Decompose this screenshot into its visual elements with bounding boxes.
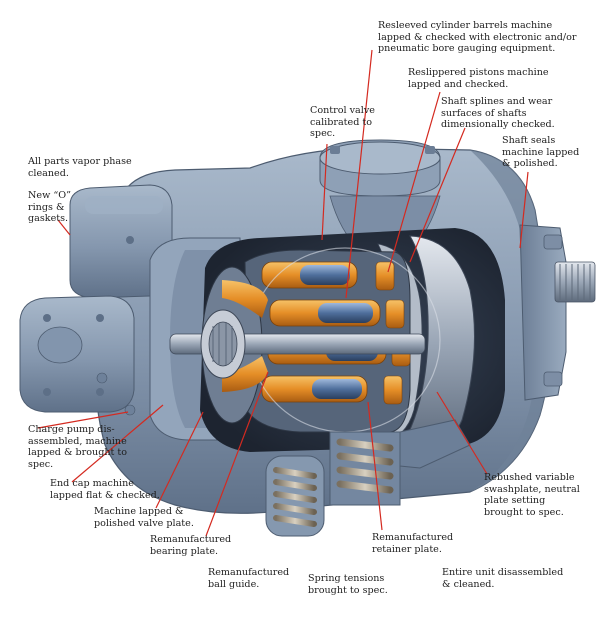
label-retainer-plate: Remanufactured retainer plate. <box>372 532 454 555</box>
label-shaft-seals: Shaft seals machine lapped & polished. <box>502 135 580 170</box>
label-bearing-plate: Remanufactured bearing plate. <box>150 534 232 557</box>
label-resleeved-cylinder-barrels: Resleeved cylinder barrels machine lappe… <box>378 20 577 55</box>
drive-shaft <box>169 309 426 379</box>
springs <box>265 419 471 537</box>
output-shaft <box>554 261 596 303</box>
label-end-cap: End cap machine lapped flat & checked. <box>50 478 160 501</box>
label-shaft-splines: Shaft splines and wear surfaces of shaft… <box>441 96 555 131</box>
label-control-valve: Control valve calibrated to spec. <box>310 105 375 140</box>
label-valve-plate: Machine lapped & polished valve plate. <box>94 506 194 529</box>
label-ball-guide: Remanufactured ball guide. <box>208 567 290 590</box>
label-entire-unit: Entire unit disassembled & cleaned. <box>442 567 564 590</box>
label-swashplate: Rebushed variable swashplate, neutral pl… <box>484 472 580 518</box>
leader-lines <box>37 49 529 537</box>
charge-pump-housing <box>19 184 173 416</box>
label-charge-pump: Charge pump dis- assembled, machine lapp… <box>28 424 128 470</box>
label-reslippered-pistons: Reslippered pistons machine lapped and c… <box>408 67 549 90</box>
label-o-rings: New “O” rings & gaskets. <box>28 190 72 225</box>
label-vapor-phase: All parts vapor phase cleaned. <box>28 156 132 179</box>
label-spring-tensions: Spring tensions brought to spec. <box>308 573 388 596</box>
